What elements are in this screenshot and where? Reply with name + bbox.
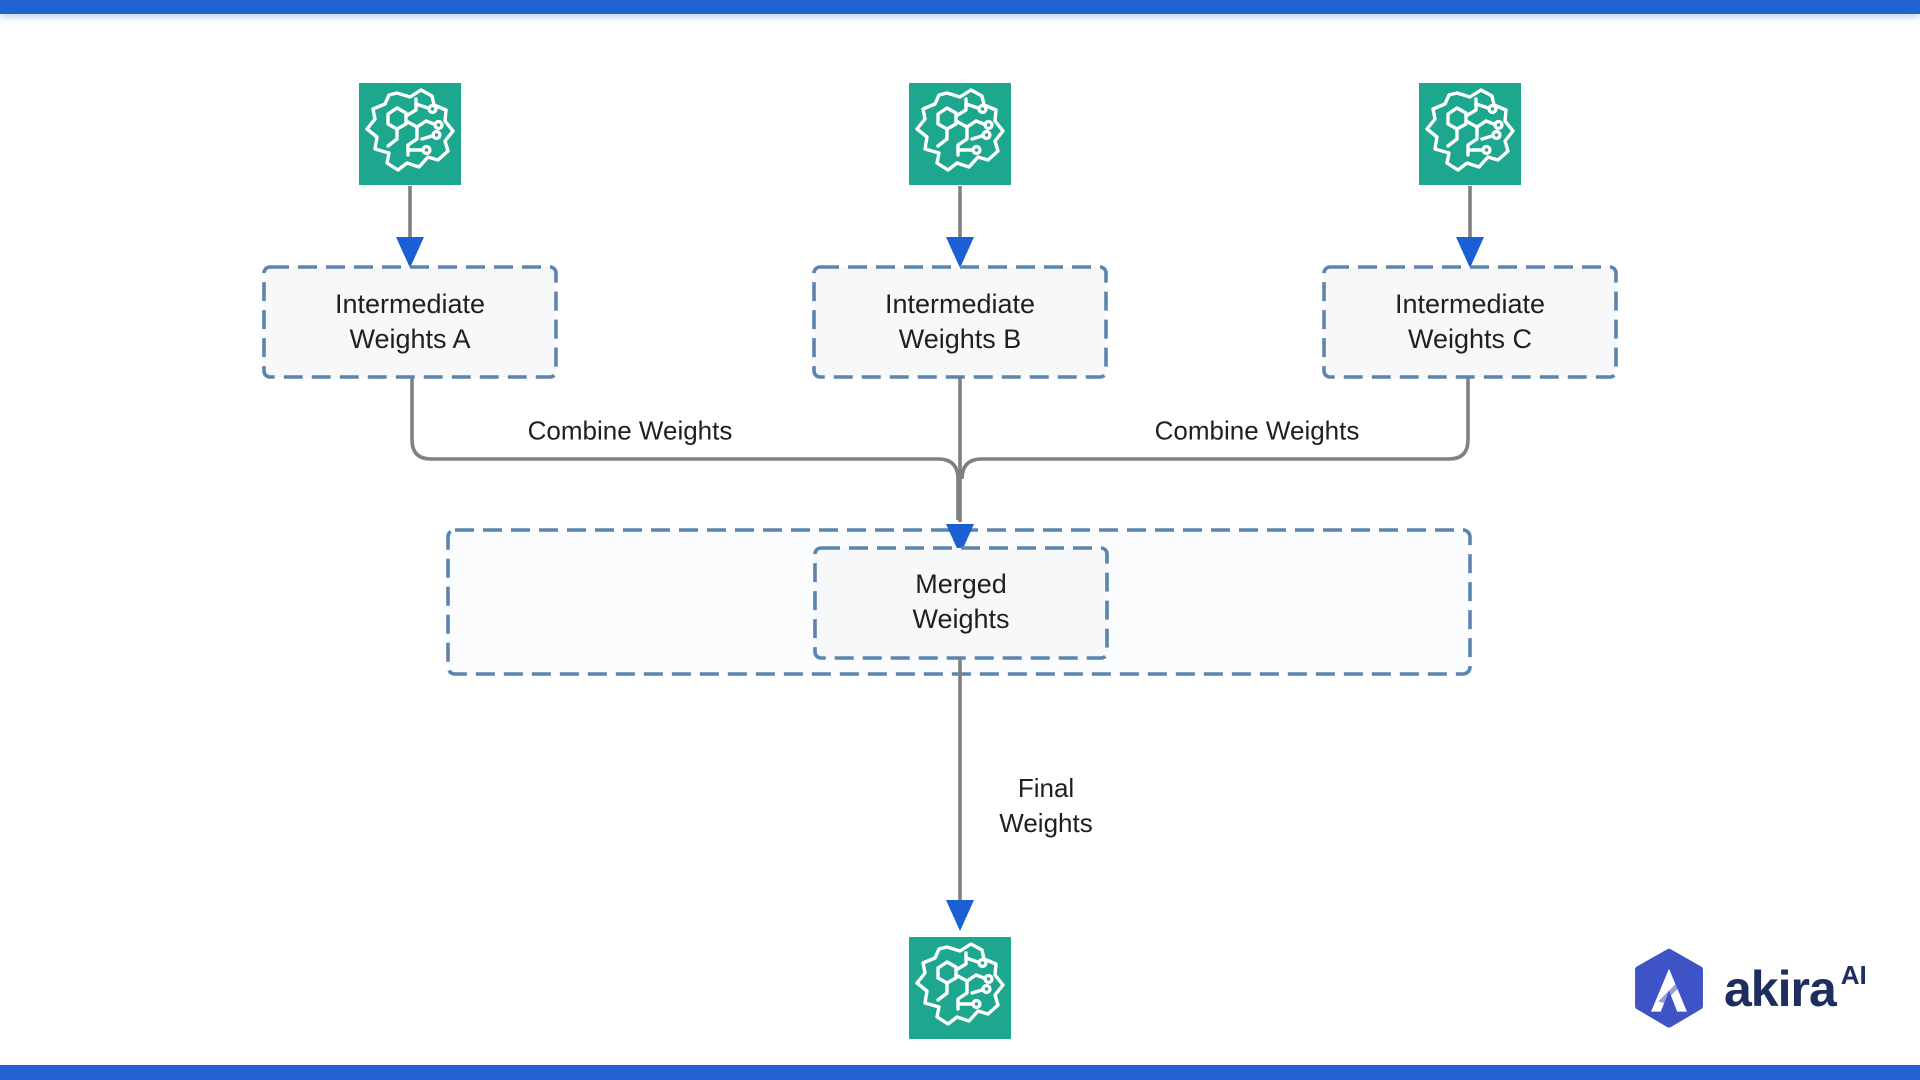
merged-weights-label: Merged Weights — [912, 569, 1010, 634]
model-b-brain-circuit-icon — [907, 81, 1013, 187]
intermediate-weights-c-label: Intermediate Weights C — [1394, 289, 1546, 354]
intermediate-weights-c-box — [1322, 265, 1618, 379]
intermediate-weights-b-label: Intermediate Weights B — [884, 289, 1036, 354]
model-a-brain-circuit-icon — [357, 81, 463, 187]
connector-a-to-merged — [410, 377, 960, 520]
arrowhead-into-box-b — [946, 237, 974, 268]
final-weights-label: Final Weights — [999, 773, 1093, 838]
intermediate-weights-a-label: Intermediate Weights A — [334, 289, 486, 354]
icon-to-box-arrows — [408, 186, 1472, 238]
intermediate-weights-b-box — [812, 265, 1108, 379]
combine-connectors — [410, 377, 1470, 522]
arrowhead-into-final-model — [946, 900, 974, 931]
akira-hexagon-icon — [1635, 948, 1703, 1028]
arrowhead-into-box-c — [1456, 237, 1484, 268]
bottom-accent-bar — [0, 1065, 1920, 1080]
arrowhead-into-box-a — [396, 237, 424, 268]
combine-weights-left-label: Combine Weights — [527, 415, 733, 446]
final-model-brain-circuit-icon — [907, 935, 1013, 1041]
ai-superscript: AI — [1840, 960, 1867, 990]
combine-weights-right-label: Combine Weights — [1154, 415, 1360, 446]
model-c-brain-circuit-icon — [1417, 81, 1523, 187]
top-accent-bar — [0, 0, 1920, 14]
connector-c-to-merged — [960, 378, 1470, 480]
intermediate-weights-a-box — [262, 265, 558, 379]
